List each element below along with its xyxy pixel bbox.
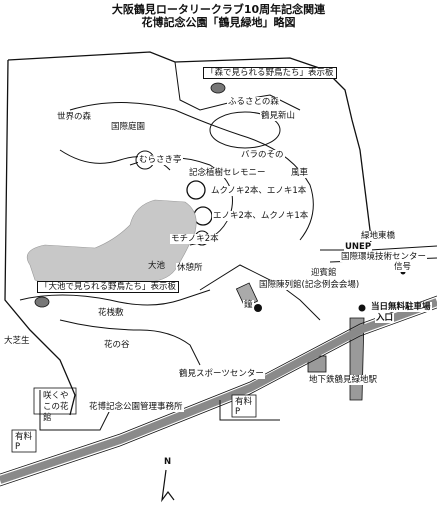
hanakizuki-label: 花桟敷: [97, 308, 125, 318]
kane-marker: [254, 304, 262, 312]
exhibition-hall-label: 国際陳列館(記念例会会場): [258, 280, 361, 290]
big-lawn-label: 大芝生: [3, 336, 31, 346]
forest-birds-sign-marker: [210, 82, 226, 94]
parking-p1-box: [11, 429, 37, 453]
north-label: N: [164, 457, 172, 467]
path-southeast: [199, 264, 321, 321]
murasaki-tei-label: むらさき亭: [138, 155, 183, 165]
tsurumi-shinzan-label: 鶴見新山: [260, 111, 297, 121]
tree-marker-2: [193, 206, 213, 226]
sports-center-label: 鶴見スポーツセンター: [178, 369, 265, 379]
forest-birds-sign-label: 「森で見られる野鳥たち」表示板: [203, 67, 337, 79]
furusato-forest-label: ふるさとの森: [227, 97, 280, 107]
parking-p1-label: 有料P: [15, 432, 33, 452]
highway-edge-lower: [0, 307, 437, 487]
path-south: [19, 289, 211, 306]
kansha-label: 風車: [290, 168, 310, 178]
unep-label: UNEP: [344, 242, 373, 252]
entrance-label: 入口: [375, 313, 395, 323]
road-south-2: [219, 400, 280, 421]
tree3-label: モチノキ2本: [170, 234, 220, 244]
signal-label: 信号: [393, 262, 413, 272]
tree1-label: ムクノキ2本、エノキ1本: [210, 186, 308, 196]
flower-valley-label: 花の谷: [103, 340, 131, 350]
world-forest-label: 世界の森: [56, 112, 93, 122]
tree-marker-1: [186, 180, 206, 200]
road-south: [39, 390, 111, 431]
title-line1: 大阪鶴見ロータリークラブ10周年記念関連: [111, 3, 326, 16]
rest-area-label: 休憩所: [176, 263, 204, 273]
oike-label: 大池: [148, 261, 166, 271]
pond-birds-sign-marker: [34, 296, 50, 308]
path-inner-loop: [69, 102, 314, 241]
tree2-label: エノキ2本、ムクノキ1本: [212, 211, 310, 221]
title-line2: 花博記念公園「鶴見緑地」略図: [141, 16, 296, 29]
road-east: [320, 245, 437, 251]
intl-tech-center-label: 国際環境技術センター: [340, 252, 428, 262]
subway-station-label: 地下鉄鶴見緑地駅: [308, 375, 379, 385]
rose-garden-area: [209, 111, 281, 149]
parking-entrance-marker: [358, 304, 366, 312]
park-office-label: 花博記念公園管理事務所: [88, 402, 184, 412]
kane-label: 鐘: [243, 300, 254, 310]
parking-p2-box: [231, 394, 257, 418]
north-arrow: [161, 469, 175, 503]
today-parking-label: 当日無料駐車場: [370, 302, 432, 312]
path-lower: [59, 319, 201, 366]
sakuya-building: [33, 387, 77, 415]
ceremony-label: 記念植樹セレモニー: [188, 168, 267, 178]
parking-p2-label: 有料P: [235, 397, 253, 417]
meeting-hall-label: 迎賓館: [310, 268, 338, 278]
international-garden-label: 国際庭園: [110, 122, 147, 132]
rose-garden-label: バラのその: [240, 150, 285, 160]
green-east-bridge-label: 緑地東橋: [360, 231, 397, 241]
sakuya-label: 咲くやこの花館: [43, 391, 69, 423]
pond-birds-sign-label: 「大池で見られる野鳥たち」表示板: [37, 281, 180, 293]
park-boundary: [4, 51, 373, 416]
